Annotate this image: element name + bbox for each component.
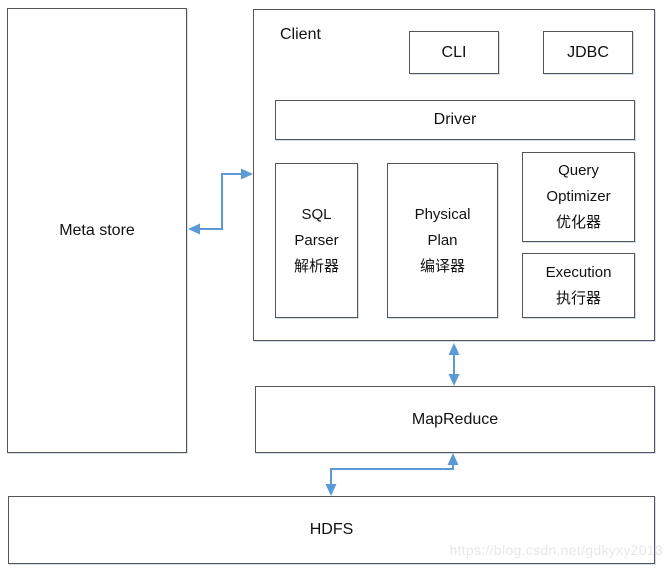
mapreduce-box: MapReduce (255, 386, 655, 453)
query-optimizer-line2: Optimizer (546, 188, 611, 205)
query-optimizer-box: Query Optimizer 优化器 (522, 152, 635, 242)
meta-store-label: Meta store (59, 221, 135, 239)
execution-line2: 执行器 (555, 289, 601, 307)
jdbc-label: JDBC (567, 43, 609, 61)
sql-parser-line1: SQL (301, 205, 332, 223)
hdfs-box: HDFS (8, 496, 655, 564)
jdbc-box: JDBC (543, 31, 633, 74)
execution-line1: Execution (545, 263, 612, 281)
mapreduce-label: MapReduce (411, 410, 499, 428)
sql-parser-line3: 解析器 (293, 257, 339, 275)
metastore-client-arrow (188, 168, 253, 235)
physical-plan-line3: 编译器 (419, 257, 465, 275)
hdfs-label: HDFS (309, 521, 354, 538)
meta-store-box: Meta store (7, 8, 187, 453)
driver-label: Driver (433, 111, 477, 128)
client-label: Client (280, 26, 321, 43)
physical-plan-box: Physical Plan 编译器 (387, 163, 498, 318)
sql-parser-line2: Parser (294, 231, 339, 249)
physical-plan-line1: Physical (414, 205, 471, 223)
execution-box: Execution 执行器 (522, 253, 635, 318)
client-mapreduce-arrow (448, 343, 460, 386)
mapreduce-hdfs-arrow (325, 453, 459, 496)
cli-label: CLI (441, 43, 467, 61)
watermark: https://blog.csdn.net/gdkyxy2013 (449, 542, 663, 558)
sql-parser-box: SQL Parser 解析器 (275, 163, 358, 318)
driver-box: Driver (275, 100, 635, 140)
query-optimizer-line3: 优化器 (555, 214, 601, 231)
query-optimizer-line1: Query (558, 162, 599, 179)
physical-plan-line2: Plan (427, 231, 458, 249)
cli-box: CLI (409, 31, 499, 74)
